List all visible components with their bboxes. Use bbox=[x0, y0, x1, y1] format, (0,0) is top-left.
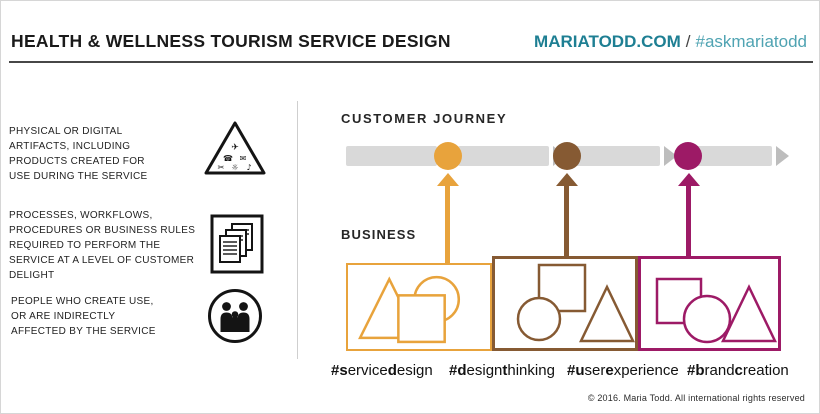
up-arrow-magenta-icon bbox=[678, 173, 700, 186]
design-thinking-box bbox=[492, 256, 638, 351]
hashtag-designthinking: #designthinking bbox=[449, 362, 555, 379]
journey-segment bbox=[346, 146, 437, 166]
people-circle-icon bbox=[207, 288, 263, 349]
customer-journey-bar bbox=[346, 142, 789, 170]
hashtag-brandcreation: #brandcreation bbox=[687, 362, 789, 379]
business-label: BUSINESS bbox=[341, 227, 417, 242]
brand-separator: / bbox=[685, 32, 691, 51]
touchpoint-service-design bbox=[434, 142, 462, 170]
up-arrow-orange-icon bbox=[437, 173, 459, 186]
svg-text:✂: ✂ bbox=[218, 163, 225, 172]
legend-processes-text: PROCESSES, WORKFLOWS, PROCEDURES OR BUSI… bbox=[9, 210, 196, 281]
up-arrow-magenta-stem bbox=[686, 185, 691, 257]
artifacts-triangle-icon: ✈ ☎ ✉ ✂ ☼ ♪ bbox=[203, 119, 267, 182]
svg-text:♪: ♪ bbox=[246, 163, 251, 172]
svg-text:☼: ☼ bbox=[231, 163, 238, 172]
header-divider bbox=[9, 61, 813, 63]
touchpoint-design-thinking bbox=[553, 142, 581, 170]
svg-text:✈: ✈ bbox=[231, 143, 239, 153]
customer-journey-label: CUSTOMER JOURNEY bbox=[341, 111, 508, 126]
circle-shape bbox=[682, 294, 732, 344]
journey-segment bbox=[681, 146, 772, 166]
brand-hashtag-link[interactable]: #askmariatodd bbox=[695, 32, 807, 51]
service-design-box bbox=[346, 263, 492, 351]
touchpoint-brand-creation bbox=[674, 142, 702, 170]
copyright-notice: © 2016. Maria Todd. All international ri… bbox=[587, 393, 805, 403]
brand: MARIATODD.COM/#askmariatodd bbox=[534, 32, 807, 52]
up-arrow-brown-stem bbox=[564, 185, 569, 257]
journey-arrow-icon bbox=[776, 146, 789, 166]
square-shape bbox=[397, 294, 446, 344]
hashtag-userexperience: #userexperience bbox=[567, 362, 679, 379]
brand-site-link[interactable]: MARIATODD.COM bbox=[534, 32, 681, 51]
page-title: HEALTH & WELLNESS TOURISM SERVICE DESIGN bbox=[11, 31, 451, 51]
legend-people-text: PEOPLE WHO CREATE USE, OR ARE INDIRECTLY… bbox=[11, 296, 156, 337]
up-arrow-brown-icon bbox=[556, 173, 578, 186]
brand-creation-box bbox=[638, 256, 781, 351]
svg-text:✉: ✉ bbox=[240, 154, 247, 163]
triangle-shape bbox=[721, 284, 777, 343]
process-documents-icon bbox=[210, 214, 264, 279]
triangle-shape bbox=[579, 284, 635, 343]
legend-artifacts-text: PHYSICAL OR DIGITAL ARTIFACTS, INCLUDING… bbox=[9, 126, 148, 182]
svg-text:☎: ☎ bbox=[223, 154, 233, 163]
up-arrow-orange-stem bbox=[445, 185, 450, 264]
journey-segment bbox=[457, 146, 549, 166]
vertical-divider bbox=[297, 101, 298, 359]
journey-segment bbox=[569, 146, 661, 166]
hashtag-servicedesign: #servicedesign bbox=[331, 362, 433, 379]
circle-shape bbox=[516, 296, 562, 342]
